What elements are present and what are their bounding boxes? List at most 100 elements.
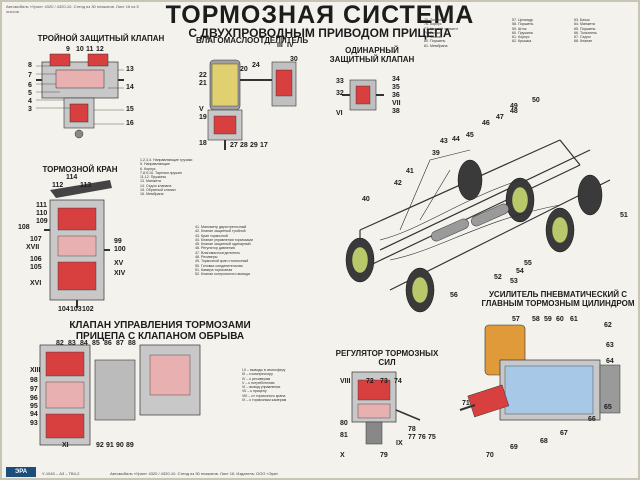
legend-a-item: 15. Обратный клапан bbox=[140, 188, 176, 193]
callout-regulator-2: 73 bbox=[380, 378, 388, 385]
callout-moisture-8: 19 bbox=[199, 114, 207, 121]
callout-moisture-13: 27 bbox=[230, 142, 238, 149]
legend-e-item: 64. Манжета bbox=[574, 22, 595, 27]
callout-trailer-1: 83 bbox=[68, 340, 76, 347]
callout-booster-7: 63 bbox=[606, 342, 614, 349]
callout-trailer-9: 97 bbox=[30, 386, 38, 393]
page-subtitle: С ДВУХПРОВОДНЫМ ПРИВОДОМ ПРИЦЕПА bbox=[188, 26, 452, 40]
callout-triple-11: 15 bbox=[126, 106, 134, 113]
callout-frame-4: 45 bbox=[466, 132, 474, 139]
legend-b-item: 41. Манометр двухстрелочный bbox=[195, 225, 247, 229]
legend-f-item: VII – к прицепу bbox=[242, 389, 267, 394]
callout-single-2: 34 bbox=[392, 76, 400, 83]
callout-single-3: 35 bbox=[392, 84, 400, 91]
callout-brake-17: 103 bbox=[70, 306, 82, 313]
section-booster: УСИЛИТЕЛЬ ПНЕВМАТИЧЕСКИЙ С ГЛАВНЫМ ТОРМО… bbox=[481, 290, 635, 308]
callout-booster-2: 59 bbox=[544, 316, 552, 323]
callout-booster-11: 67 bbox=[560, 430, 568, 437]
callout-triple-2: 11 bbox=[86, 46, 94, 53]
section-triple-valve: ТРОЙНОЙ ЗАЩИТНЫЙ КЛАПАН bbox=[37, 34, 165, 43]
callout-frame-15: 55 bbox=[524, 260, 532, 267]
callout-trailer-6: 88 bbox=[128, 340, 136, 347]
callout-booster-9: 65 bbox=[604, 404, 612, 411]
callout-brake-7: 107 bbox=[30, 236, 42, 243]
callout-single-7: 38 bbox=[392, 108, 400, 115]
callout-frame-7: 48 bbox=[510, 108, 518, 115]
section-trailer-valve: КЛАПАН УПРАВЛЕНИЯ ТОРМОЗАМИ ПРИЦЕПА С КЛ… bbox=[69, 320, 251, 342]
legend-a-item: 7,8,9,10. Тарелки пружин bbox=[140, 170, 182, 175]
callout-frame-9: 42 bbox=[394, 180, 402, 187]
legend-c-item: 75. Толкатель bbox=[424, 18, 447, 22]
callout-brake-5: 108 bbox=[18, 224, 30, 231]
legend-b-item: 48. Ресиверы bbox=[195, 255, 218, 260]
callout-booster-8: 64 bbox=[606, 358, 614, 365]
callout-regulator-10: 77 bbox=[408, 434, 416, 441]
legend-b-item: 52. Клапан контрольного вывода bbox=[195, 272, 250, 277]
callout-trailer-10: 96 bbox=[30, 395, 38, 402]
legend-d-item: 58. Поршень bbox=[512, 22, 534, 27]
callout-brake-11: 106 bbox=[30, 256, 42, 263]
legend-b-item: 50. Головка соединительная bbox=[195, 263, 243, 268]
callout-regulator-1: 72 bbox=[366, 378, 374, 385]
callout-moisture-5: 24 bbox=[252, 62, 260, 69]
section-brake-valve: ТОРМОЗНОЙ КРАН bbox=[42, 165, 118, 174]
callout-trailer-7: XIII bbox=[30, 367, 41, 374]
legend-b-item: 44. Клапан управления тормозами bbox=[195, 237, 253, 242]
legend-e-item: 68. Клапан bbox=[574, 39, 593, 44]
callout-booster-12: 68 bbox=[540, 438, 548, 445]
callout-booster-14: 70 bbox=[486, 452, 494, 459]
callout-brake-2: 113 bbox=[80, 182, 92, 189]
callout-brake-8: 99 bbox=[114, 238, 122, 245]
footer-codes: У-1043 – А3 – ТВ4-2 bbox=[42, 471, 80, 476]
callout-booster-4: 61 bbox=[570, 316, 578, 323]
legend-b-item: 42. Клапан защитный тройной bbox=[195, 229, 246, 234]
callout-frame-6: 47 bbox=[496, 114, 504, 121]
callout-moisture-9: 18 bbox=[199, 140, 207, 147]
callout-brake-9: XVII bbox=[26, 244, 40, 251]
callout-brake-4: 110 bbox=[36, 210, 48, 217]
publisher-logo: ЭРА bbox=[6, 467, 36, 477]
callout-regulator-9: 78 bbox=[408, 426, 416, 433]
legend-b-item: 51. Камера тормозная bbox=[195, 267, 233, 272]
callout-trailer-3: 85 bbox=[92, 340, 100, 347]
legend-b-item: 43. Кран тормозной bbox=[195, 233, 228, 238]
callout-triple-7: 14 bbox=[126, 84, 134, 91]
page-title: ТОРМОЗНАЯ СИСТЕМА bbox=[165, 1, 475, 29]
legend-b-item: 47. Влагомаслоотделитель bbox=[195, 250, 241, 255]
callout-single-0: 33 bbox=[336, 78, 344, 85]
callout-moisture-6: 30 bbox=[290, 56, 298, 63]
legend-d-item: 60. Пружина bbox=[512, 30, 533, 35]
callout-triple-5: 13 bbox=[126, 66, 134, 73]
legend-f-item: IV – к ресиверам bbox=[242, 376, 271, 381]
legend-d-item: 62. Крышка bbox=[512, 39, 532, 44]
callout-moisture-3: 21 bbox=[199, 80, 207, 87]
callout-triple-4: 8 bbox=[28, 62, 32, 69]
legend-f-item: VI – вывод управления bbox=[242, 385, 281, 390]
legend-d-item: 57. Цилиндр bbox=[512, 18, 533, 22]
callout-brake-10: 100 bbox=[114, 246, 126, 253]
callout-triple-9: 5 bbox=[28, 90, 32, 97]
callout-moisture-10: 17 bbox=[260, 142, 268, 149]
callout-regulator-8: 79 bbox=[380, 452, 388, 459]
legend-c-item: 79. Клапан bbox=[424, 35, 443, 40]
callout-frame-16: 56 bbox=[450, 292, 458, 299]
callout-regulator-4: IX bbox=[396, 440, 403, 447]
callout-moisture-12: 28 bbox=[240, 142, 248, 149]
legend-f-item: III – к компрессору bbox=[242, 372, 273, 377]
callout-moisture-11: 29 bbox=[250, 142, 258, 149]
callout-brake-18: 102 bbox=[82, 306, 94, 313]
callout-moisture-2: 22 bbox=[199, 72, 207, 79]
legend-b-item: 46. Регулятор давления bbox=[195, 246, 235, 251]
legend-e-item: 65. Поршень bbox=[574, 26, 596, 31]
legend-e-item: 66. Толкатель bbox=[574, 30, 597, 35]
callout-regulator-3: 74 bbox=[394, 378, 402, 385]
callout-booster-6: 71 bbox=[462, 400, 470, 407]
legend-c-item: 80. Поршень bbox=[424, 39, 446, 44]
callout-moisture-1: IV bbox=[287, 42, 294, 49]
